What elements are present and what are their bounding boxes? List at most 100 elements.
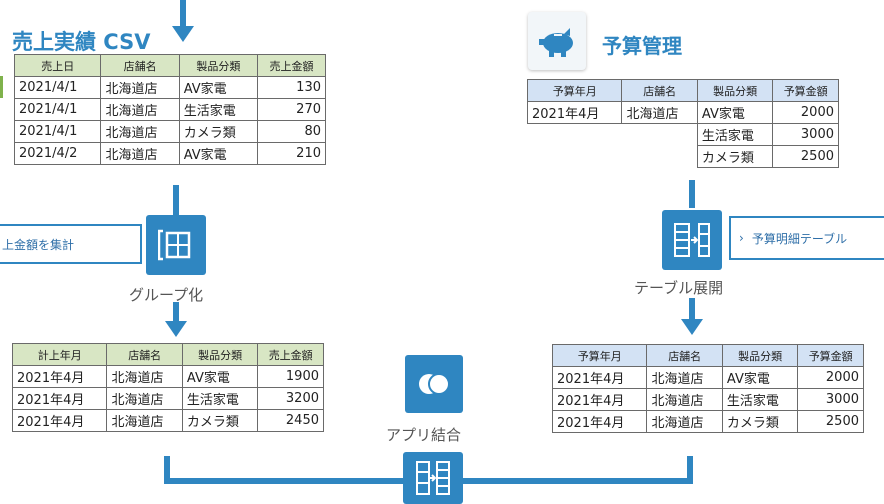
table-cell: 3000 [797, 388, 864, 411]
column-header: 売上金額 [257, 343, 324, 366]
table-cell [622, 124, 697, 146]
app-join-button[interactable] [405, 355, 463, 413]
column-header: 店舗名 [621, 79, 698, 102]
table-cell: 3000 [772, 123, 839, 146]
budget-table: 予算年月 店舗名 製品分類 予算金額 2021年4月 北海道店 AV家電 200… [526, 79, 839, 168]
table-cell: 2021/4/1 [13, 120, 102, 143]
budget-title: 予算管理 [602, 34, 682, 58]
table-cell: カメラ類 [696, 145, 774, 168]
table-cell: 北海道店 [646, 366, 723, 389]
table-cell: 2021年4月 [11, 365, 108, 388]
table-cell: 北海道店 [100, 98, 180, 121]
table-cell: カメラ類 [178, 120, 258, 143]
table-cell: 2450 [257, 409, 324, 432]
table-row: 2021年4月 北海道店 AV家電 2000 [551, 366, 864, 389]
table-cell: AV家電 [178, 76, 258, 99]
table-cell: 3200 [257, 387, 324, 410]
column-header: 予算金額 [772, 79, 839, 102]
table-row: 生活家電 3000 [528, 123, 839, 146]
expand-callout-text: 予算明細テーブル [751, 231, 848, 246]
column-header: 製品分類 [178, 54, 258, 77]
table-row: 2021年4月 北海道店 カメラ類 2450 [11, 409, 324, 432]
app-join-icon [419, 373, 450, 395]
group-button[interactable] [146, 215, 206, 275]
expanded-table: 予算年月 店舗名 製品分類 予算金額 2021年4月 北海道店 AV家電 200… [551, 344, 864, 433]
table-cell: AV家電 [178, 142, 258, 165]
grouped-table: 計上年月 店舗名 製品分類 売上金額 2021年4月 北海道店 AV家電 190… [11, 343, 324, 432]
budget-app-icon-tile[interactable] [528, 12, 586, 70]
table-cell: 生活家電 [181, 387, 259, 410]
table-cell: 2000 [797, 366, 864, 389]
table-cell [622, 146, 697, 168]
table-header-row: 計上年月 店舗名 製品分類 売上金額 [11, 343, 324, 366]
column-header: 予算年月 [526, 79, 623, 102]
table-header-row: 予算年月 店舗名 製品分類 予算金額 [526, 79, 839, 102]
table-cell: 北海道店 [100, 142, 180, 165]
table-cell: 生活家電 [178, 98, 258, 121]
column-header: 店舗名 [646, 344, 723, 367]
chevron-right-icon: › [739, 231, 744, 245]
table-cell: 80 [256, 120, 327, 143]
table-row: カメラ類 2500 [528, 145, 839, 168]
table-cell: 2021年4月 [551, 410, 648, 433]
table-row: 2021年4月 北海道店 生活家電 3000 [551, 388, 864, 411]
group-callout-text: 上金額を集計 [2, 237, 75, 252]
table-cell: 北海道店 [106, 365, 183, 388]
sales-to-group-line [173, 185, 179, 215]
table-row: 2021年4月 北海道店 AV家電 1900 [11, 365, 324, 388]
table-cell: 2021/4/1 [13, 98, 102, 121]
table-row: 2021/4/2 北海道店 AV家電 210 [13, 142, 327, 165]
app-join-label: アプリ結合 [386, 426, 462, 444]
table-cell: 北海道店 [646, 410, 723, 433]
table-row: 2021年4月 北海道店 カメラ類 2500 [551, 410, 864, 433]
column-header: 計上年月 [11, 343, 108, 366]
expand-button[interactable] [662, 210, 722, 270]
table-cell: 北海道店 [100, 120, 180, 143]
column-header: 製品分類 [696, 79, 774, 102]
table-cell: カメラ類 [721, 410, 799, 433]
group-label: グループ化 [129, 286, 204, 304]
expand-to-expanded-arrowhead [681, 319, 703, 335]
table-header-row: 予算年月 店舗名 製品分類 予算金額 [551, 344, 864, 367]
table-cell: 2500 [797, 410, 864, 433]
table-cell: 北海道店 [621, 101, 698, 124]
table-cell: 2500 [772, 145, 839, 168]
table-cell: 生活家電 [721, 388, 799, 411]
top-incoming-line [180, 0, 186, 26]
column-header: 予算金額 [797, 344, 864, 367]
left-edge-accent [0, 76, 3, 98]
table-cell: 2021年4月 [526, 101, 623, 124]
table-cell: 1900 [257, 365, 324, 388]
table-expand-icon [674, 223, 710, 257]
table-cell: カメラ類 [181, 409, 259, 432]
column-header: 店舗名 [106, 343, 183, 366]
table-cell: AV家電 [696, 101, 774, 124]
table-cell: 2021年4月 [11, 409, 108, 432]
group-icon [158, 229, 191, 261]
table-row: 2021年4月 北海道店 生活家電 3200 [11, 387, 324, 410]
table-cell: 北海道店 [106, 409, 183, 432]
sales-csv-table: 売上日 店舗名 製品分類 売上金額 2021/4/1 北海道店 AV家電 130… [13, 54, 327, 165]
expand-callout: › 予算明細テーブル [729, 216, 884, 260]
table-cell: 2021年4月 [551, 388, 648, 411]
table-cell: 130 [256, 76, 327, 99]
table-cell: 2021/4/1 [13, 76, 102, 99]
table-cell: AV家電 [721, 366, 799, 389]
column-header: 予算年月 [551, 344, 648, 367]
sales-csv-title: 売上実績 CSV [12, 30, 151, 54]
table-cell: 北海道店 [100, 76, 180, 99]
table-row: 2021/4/1 北海道店 AV家電 130 [13, 76, 327, 99]
column-header: 製品分類 [181, 343, 259, 366]
table-cell [528, 124, 622, 146]
group-to-grouped-arrowhead [165, 321, 187, 337]
expand-to-expanded-line [689, 298, 695, 320]
join-left-drop-line [164, 456, 170, 482]
expand-label: テーブル展開 [634, 279, 724, 297]
table-cell: 生活家電 [696, 123, 774, 146]
table-header-row: 売上日 店舗名 製品分類 売上金額 [13, 54, 327, 77]
table-cell: AV家電 [181, 365, 259, 388]
table-cell: 北海道店 [646, 388, 723, 411]
table-cell: 2000 [772, 101, 839, 124]
table-row: 2021年4月 北海道店 AV家電 2000 [526, 101, 839, 124]
merge-button[interactable] [403, 452, 463, 504]
